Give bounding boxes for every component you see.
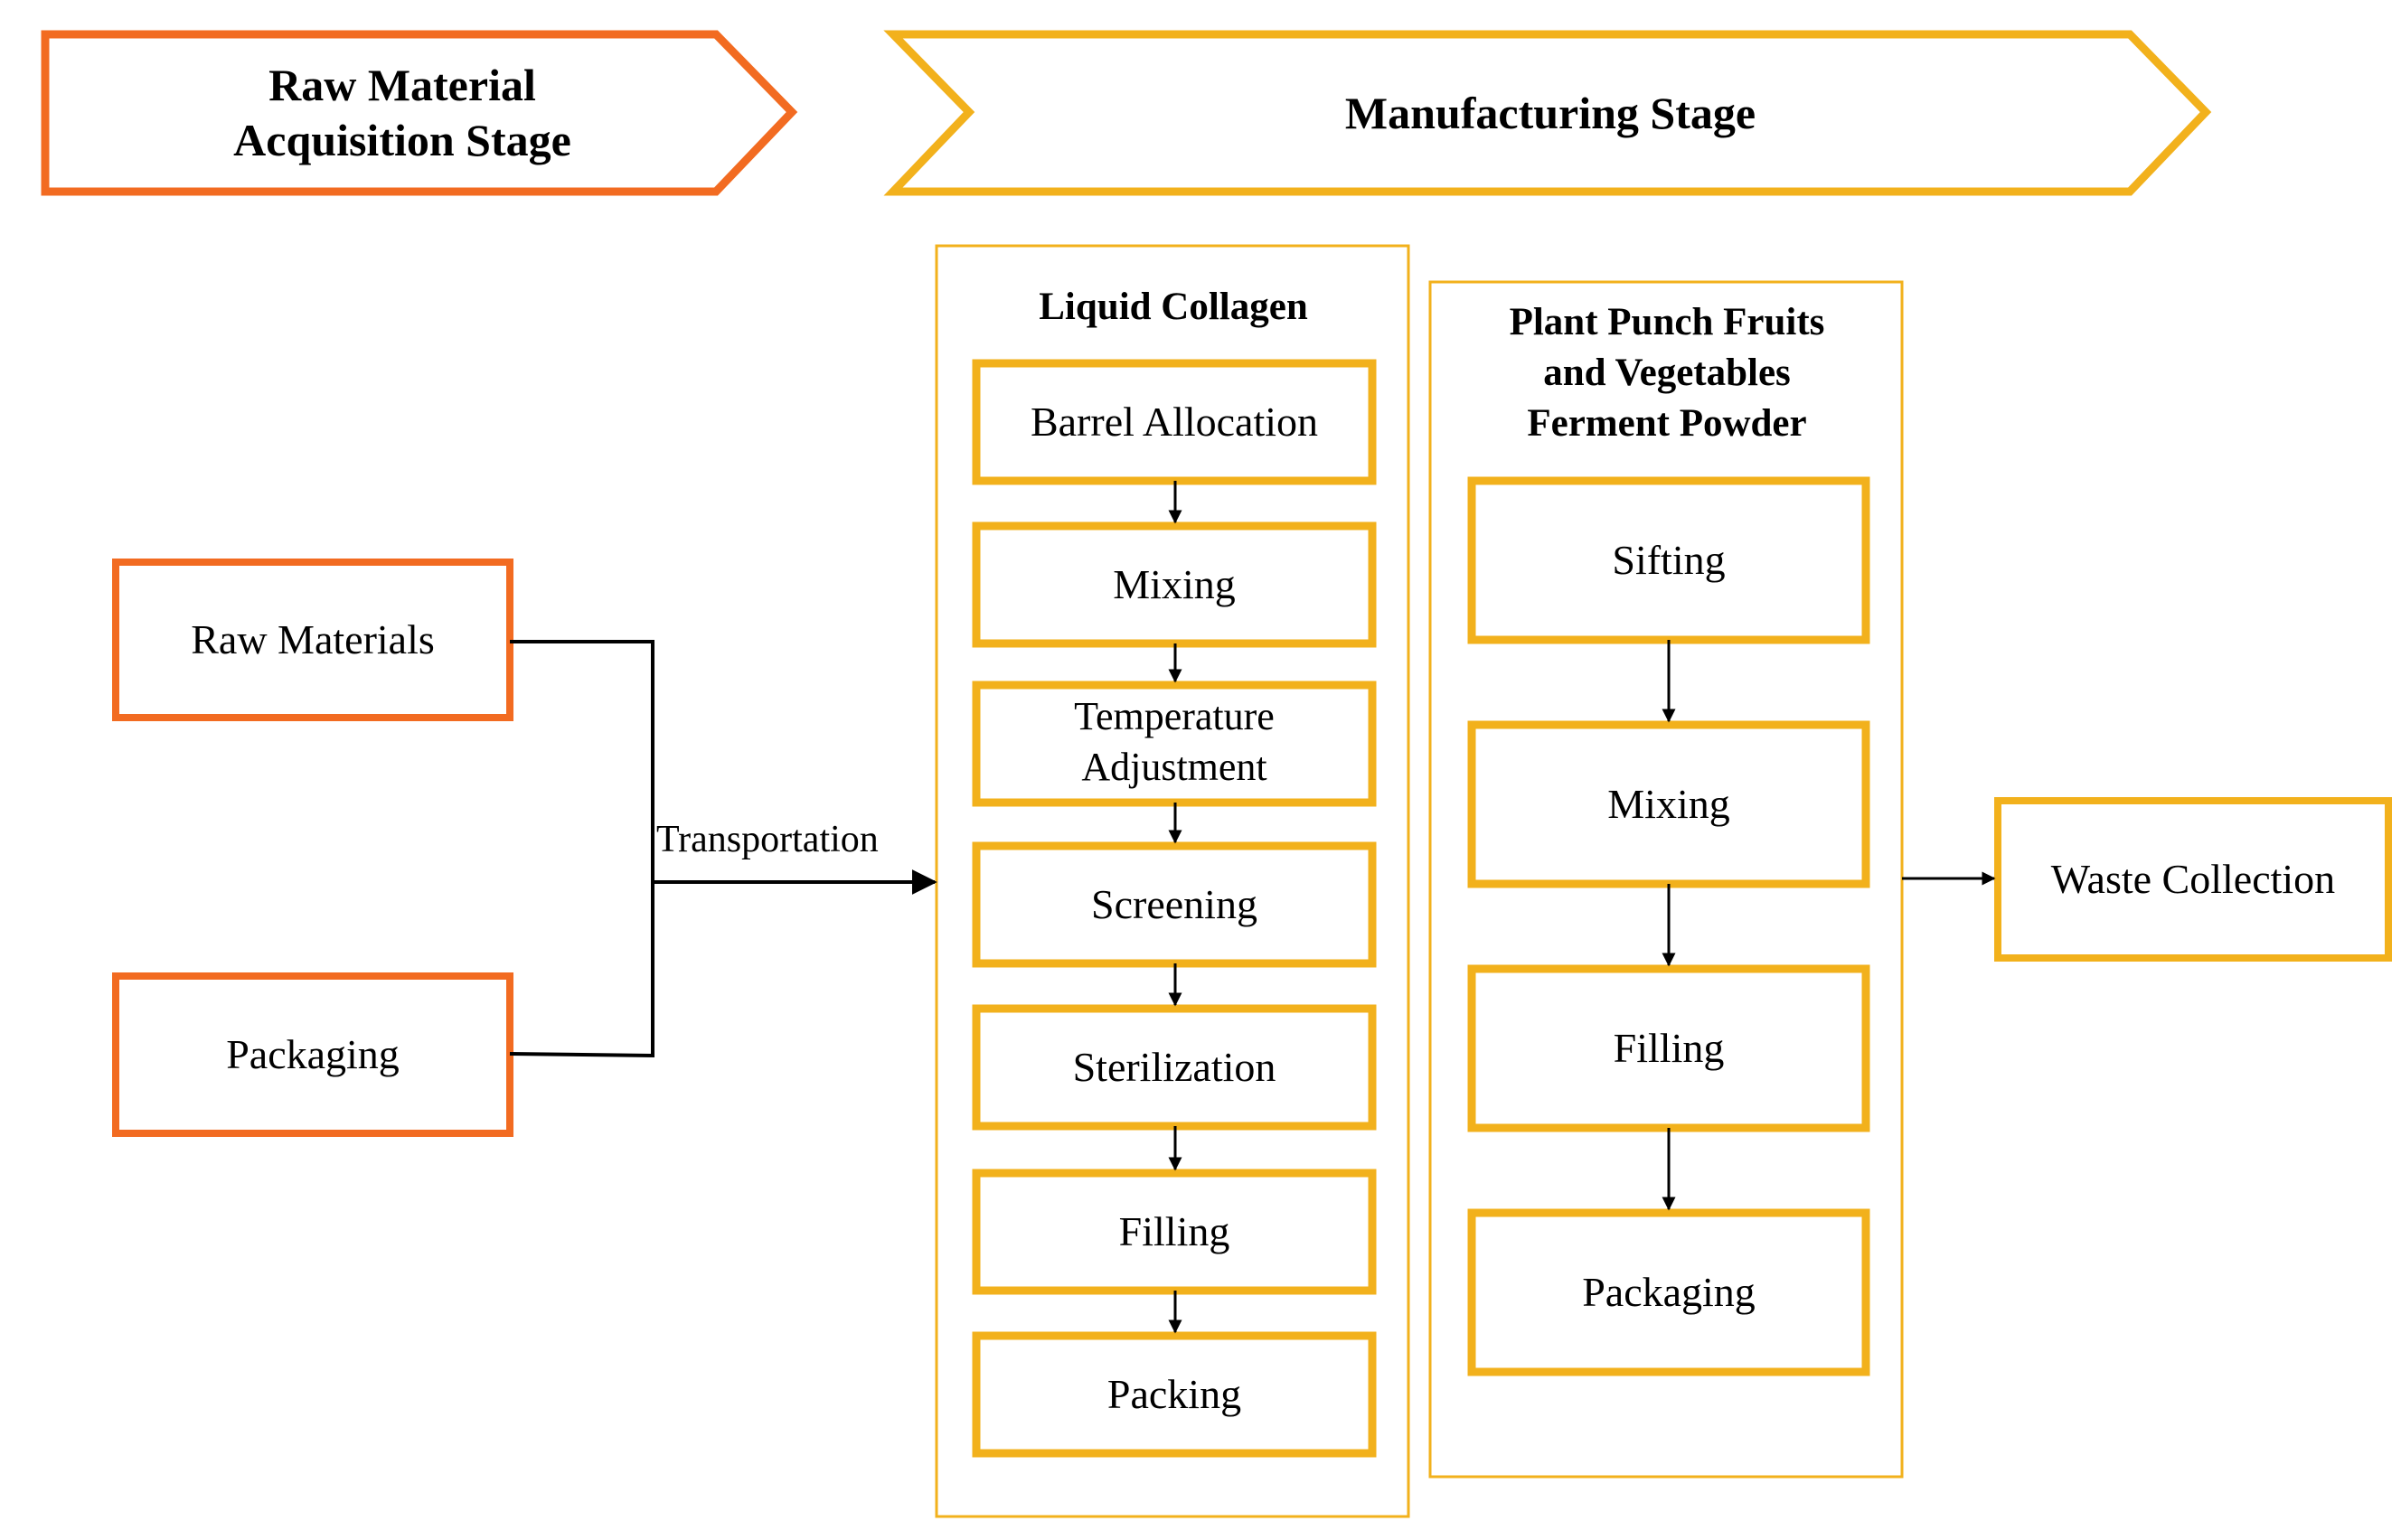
liquid-collagen-title: Liquid Collagen [1039,286,1308,329]
lc-step-label-4: Screening [1091,880,1257,927]
packaging-input-label: Packaging [226,1030,400,1077]
waste-collection-box [1994,797,2392,962]
raw-materials-connector [510,640,654,884]
lc-step-label-2: Mixing [1113,560,1236,607]
pp-step-label-1: Sifting [1612,536,1726,583]
raw-material-stage-banner [41,30,798,196]
packaging-connector [509,884,654,1058]
transportation-label: Transportation [656,819,879,861]
manufacturing-stage-banner [883,30,2212,196]
waste-collection-label: Waste Collection [2050,855,2336,902]
plant-punch-title: Plant Punch Fruits and Vegetables Fermen… [1509,301,1825,445]
lc-step-label-3: Temperature Adjustment [1074,693,1275,789]
manufacturing-stage-label: Manufacturing Stage [1344,87,1756,138]
lc-step-label-1: Barrel Allocation [1030,398,1319,445]
pp-step-label-2: Mixing [1607,780,1730,827]
raw-materials-label: Raw Materials [191,615,435,662]
pp-step-label-4: Packaging [1582,1268,1756,1315]
pp-step-label-3: Filling [1613,1024,1725,1071]
lc-step-box-7 [972,1331,1377,1458]
lc-step-label-6: Filling [1118,1207,1230,1254]
lc-step-label-5: Sterilization [1072,1043,1276,1090]
lc-step-label-7: Packing [1106,1370,1242,1417]
raw-material-stage-label: Raw Material Acquisition Stage [233,60,571,165]
pp-step-box-4 [1467,1208,1870,1376]
